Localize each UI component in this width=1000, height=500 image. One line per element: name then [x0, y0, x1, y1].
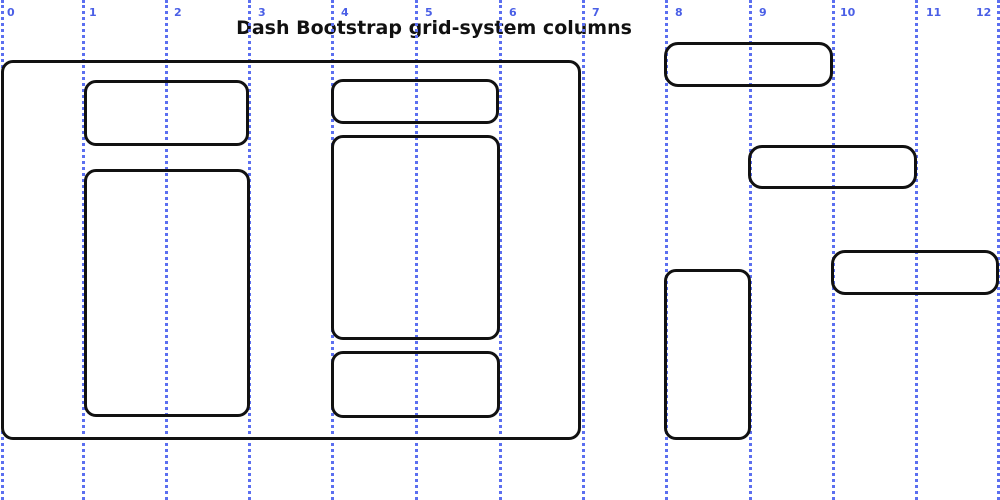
column-number-4: 4 — [341, 6, 349, 19]
col-4-6-top-box — [331, 79, 499, 124]
column-number-0: 0 — [7, 6, 15, 19]
gridline-12 — [997, 0, 1000, 500]
column-number-2: 2 — [174, 6, 182, 19]
column-number-1: 1 — [89, 6, 97, 19]
column-number-12: 12 — [976, 6, 992, 19]
column-number-5: 5 — [425, 6, 433, 19]
gridline-6 — [499, 0, 502, 500]
column-number-6: 6 — [509, 6, 517, 19]
gridline-2 — [165, 0, 168, 500]
gridline-1 — [82, 0, 85, 500]
col-4-6-middle-box — [331, 135, 500, 340]
column-number-7: 7 — [592, 6, 600, 19]
col-4-6-bottom-box — [331, 351, 500, 418]
column-number-11: 11 — [926, 6, 942, 19]
container-box — [1, 60, 581, 440]
column-number-9: 9 — [759, 6, 767, 19]
gridline-5 — [415, 0, 418, 500]
diagram-title: Dash Bootstrap grid-system columns — [236, 17, 632, 39]
col-9-11-box — [748, 145, 917, 189]
gridline-9 — [749, 0, 752, 500]
gridline-7 — [582, 0, 585, 500]
col-8-10-box — [664, 42, 833, 87]
col-1-3-tall-box — [84, 169, 250, 417]
column-number-8: 8 — [675, 6, 683, 19]
col-10-12-box — [831, 250, 999, 295]
col-8-9-tall-box — [664, 269, 751, 440]
col-1-3-top-box — [84, 80, 249, 146]
gridline-8 — [665, 0, 668, 500]
gridline-10 — [832, 0, 835, 500]
column-number-10: 10 — [840, 6, 856, 19]
column-number-3: 3 — [258, 6, 266, 19]
